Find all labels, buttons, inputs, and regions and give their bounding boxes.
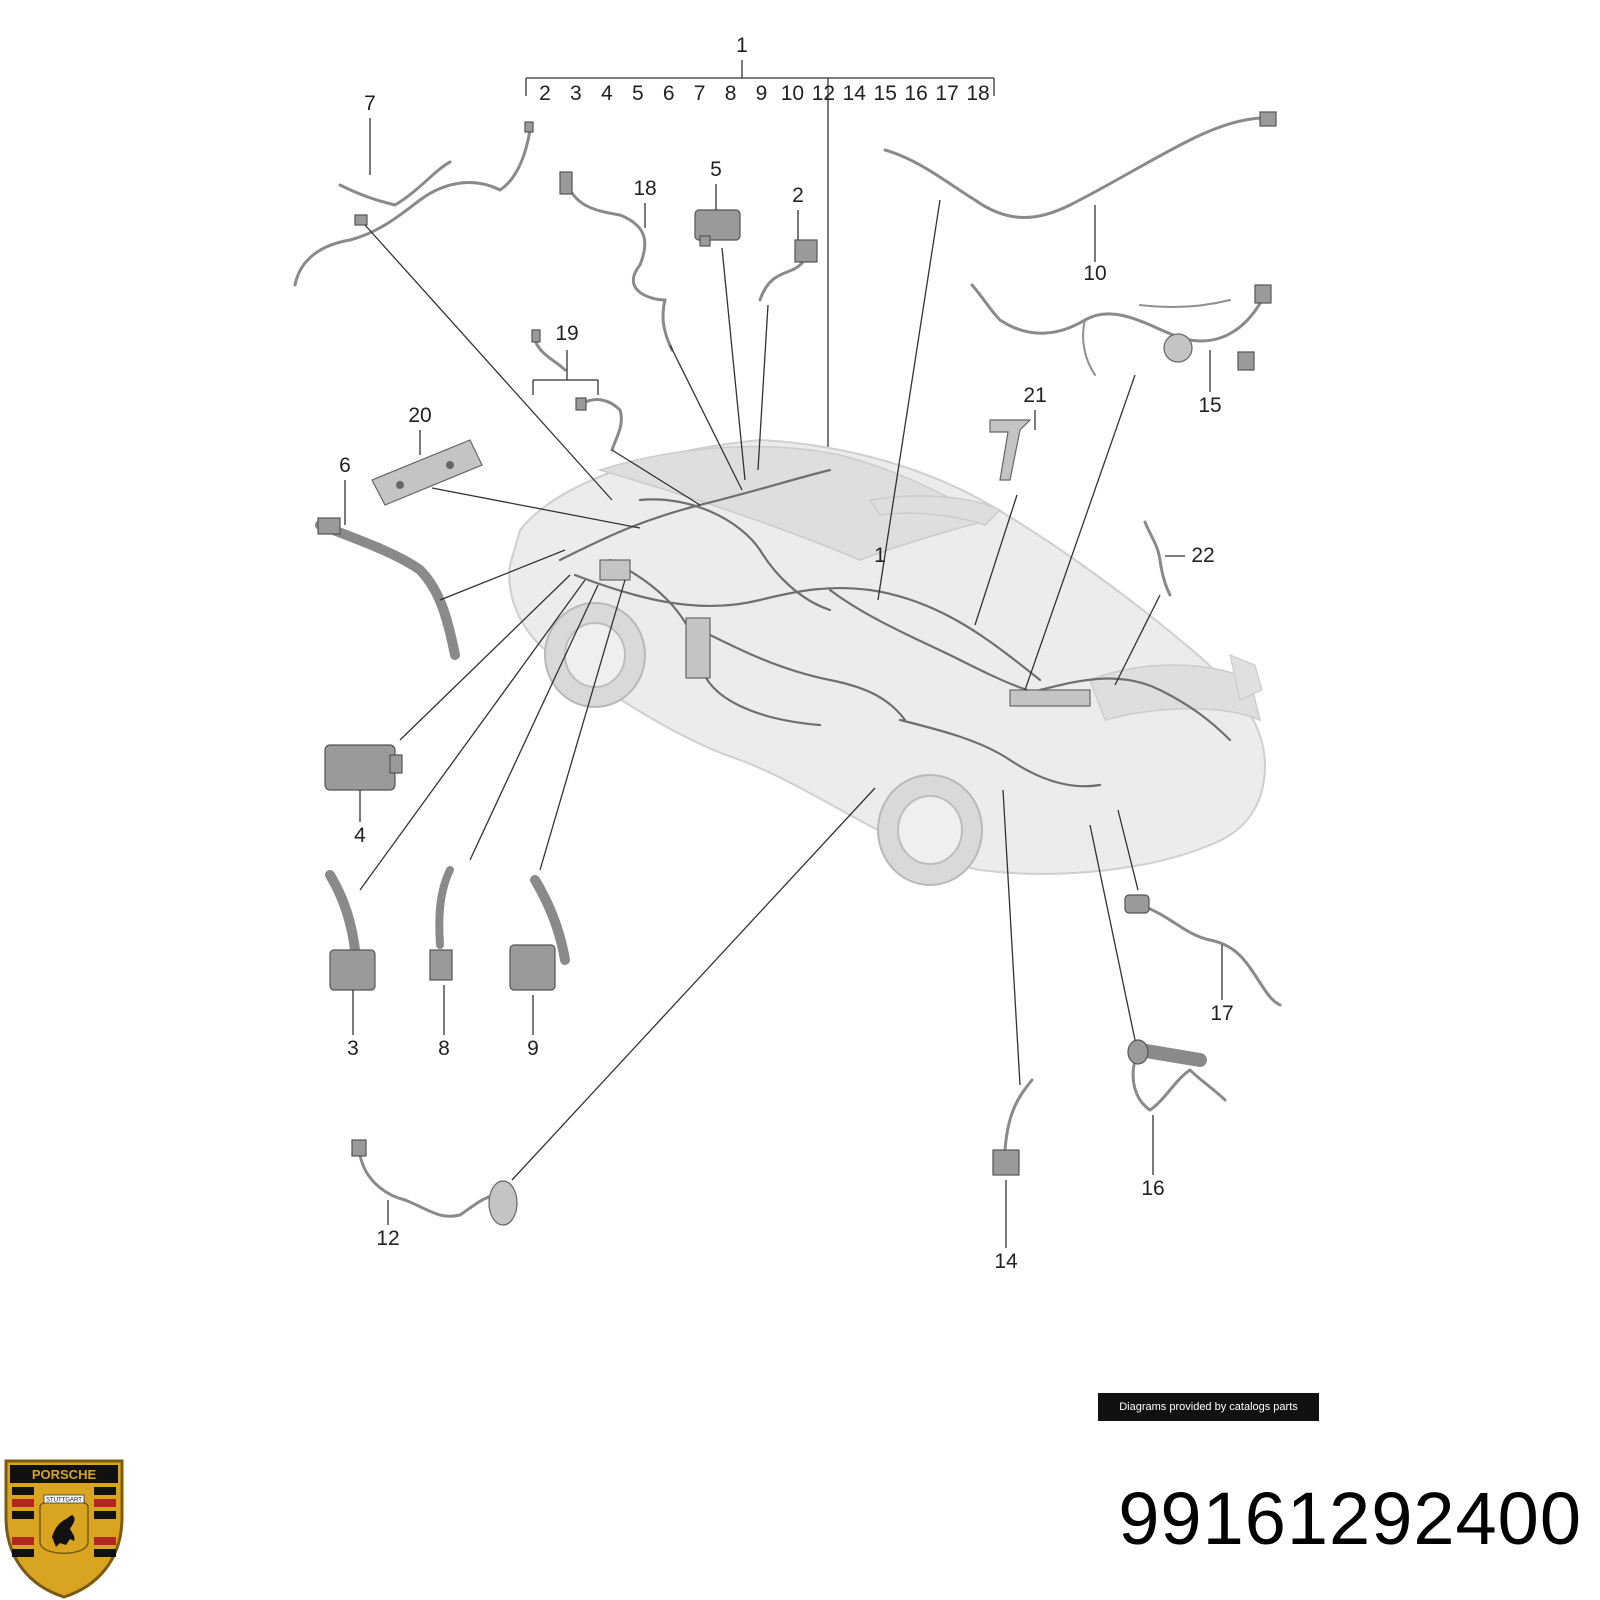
index-number: 4 bbox=[601, 82, 613, 105]
callout-14: 14 bbox=[994, 1250, 1018, 1273]
part-20-bracket bbox=[371, 439, 483, 506]
part-12-lead bbox=[351, 1139, 518, 1226]
callout-10: 10 bbox=[1083, 262, 1106, 285]
index-number: 8 bbox=[725, 82, 737, 105]
crest-sublettering: STUTTGART bbox=[46, 1498, 82, 1504]
index-number: 16 bbox=[904, 82, 927, 105]
callout-18: 18 bbox=[633, 177, 656, 200]
index-number: 3 bbox=[570, 82, 582, 105]
index-number: 7 bbox=[694, 82, 706, 105]
part-10-harness bbox=[883, 111, 1277, 219]
index-number: 6 bbox=[663, 82, 675, 105]
part-3-connector bbox=[325, 870, 376, 991]
part-19-cable-set bbox=[531, 329, 623, 452]
car-body-outline bbox=[508, 438, 1267, 886]
main-wiring-harness bbox=[558, 468, 1232, 788]
part-4-control-module bbox=[324, 744, 403, 791]
credit-badge: Diagrams provided by catalogs parts bbox=[1098, 1393, 1319, 1421]
index-number: 17 bbox=[935, 82, 958, 105]
callout-22: 22 bbox=[1191, 544, 1214, 567]
callout-1-car: 1 bbox=[874, 544, 886, 567]
index-number: 9 bbox=[756, 82, 768, 105]
callout-16: 16 bbox=[1141, 1177, 1164, 1200]
index-number: 2 bbox=[539, 82, 551, 105]
part-17-lead bbox=[1124, 894, 1282, 1007]
part-22-lead bbox=[1143, 520, 1172, 597]
callout-20: 20 bbox=[408, 404, 431, 427]
index-number: 12 bbox=[812, 82, 835, 105]
callout-4: 4 bbox=[354, 824, 366, 847]
part-2-connector-lead bbox=[758, 239, 818, 302]
callout-1: 1 bbox=[736, 34, 748, 57]
callout-6: 6 bbox=[339, 454, 351, 477]
index-number: 5 bbox=[632, 82, 644, 105]
callout-15: 15 bbox=[1198, 394, 1221, 417]
callout-12: 12 bbox=[376, 1227, 399, 1250]
part-number: 99161292400 bbox=[1118, 1477, 1582, 1560]
callout-8: 8 bbox=[438, 1037, 450, 1060]
callout-21: 21 bbox=[1023, 384, 1046, 407]
crest-lettering: PORSCHE bbox=[32, 1467, 97, 1482]
callout-19: 19 bbox=[555, 322, 578, 345]
porsche-crest-icon: PORSCHE STUTTGART bbox=[4, 1459, 124, 1599]
part-16-grommet-lead bbox=[1127, 1039, 1227, 1112]
part-8-sensor bbox=[429, 866, 454, 981]
callout-2: 2 bbox=[792, 184, 804, 207]
index-number: 15 bbox=[874, 82, 897, 105]
part-7-harness bbox=[293, 121, 534, 287]
part-21-conduit bbox=[989, 419, 1032, 481]
part-5-control-unit bbox=[694, 209, 741, 247]
index-number: 14 bbox=[843, 82, 867, 105]
part-15-harness bbox=[970, 283, 1272, 376]
part-9-connector bbox=[509, 875, 570, 991]
callout-3: 3 bbox=[347, 1037, 359, 1060]
callout-5: 5 bbox=[710, 158, 722, 181]
part-14-sensor bbox=[992, 1078, 1034, 1176]
callout-17: 17 bbox=[1210, 1002, 1233, 1025]
callout-7: 7 bbox=[364, 92, 376, 115]
callout-9: 9 bbox=[527, 1037, 539, 1060]
index-number: 10 bbox=[781, 82, 804, 105]
part-6-cable-duct bbox=[315, 517, 460, 660]
index-number: 18 bbox=[966, 82, 989, 105]
